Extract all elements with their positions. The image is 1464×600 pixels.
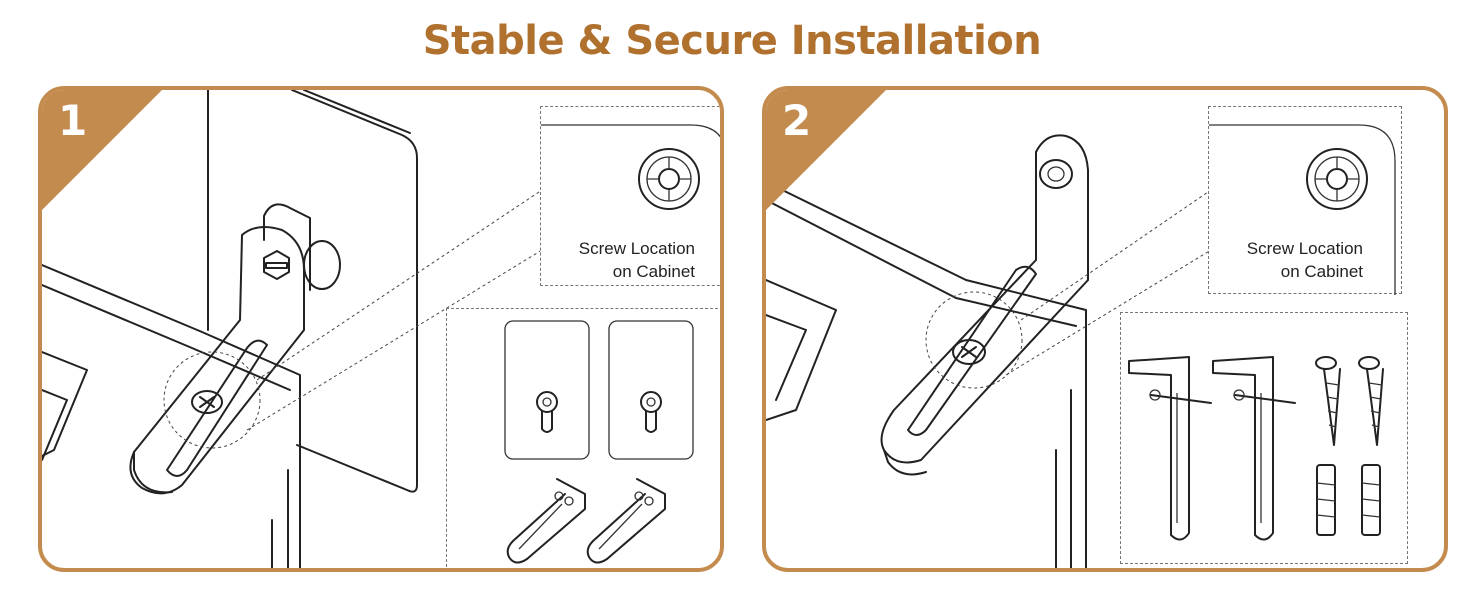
step-2-number: 2 xyxy=(782,96,812,145)
step-2-illustration xyxy=(766,134,1212,568)
bracket-icon xyxy=(506,478,586,564)
wall-anchor-icon-2 xyxy=(1361,464,1381,536)
step-1-screw-location-callout: Screw Location on Cabinet xyxy=(540,106,720,286)
l-bracket-icon xyxy=(1128,356,1212,541)
callout-line-1: Screw Location xyxy=(578,239,695,258)
wall-plate-hook-icon-2 xyxy=(640,391,662,433)
page-title: Stable & Secure Installation xyxy=(422,18,1042,64)
wall-plate-hook-icon xyxy=(536,391,558,433)
mount-disc-icon xyxy=(541,124,720,210)
bracket-icon-2 xyxy=(586,478,666,564)
step-1-number: 1 xyxy=(58,96,88,145)
wall-anchor-icon xyxy=(1316,464,1336,536)
screw-icon xyxy=(1315,356,1341,446)
kit-illustration xyxy=(1128,356,1384,541)
screw-icon-2 xyxy=(1358,356,1384,446)
l-bracket-icon-2 xyxy=(1212,356,1296,541)
step-1-kit-contents xyxy=(446,308,720,568)
step-2-panel: 2 Screw Location on Cabinet xyxy=(762,86,1448,572)
callout-line-1: Screw Location xyxy=(1246,239,1363,258)
step-1-panel: 1 Screw Location on Cabinet xyxy=(38,86,724,572)
callout-line-2: on Cabinet xyxy=(612,262,695,281)
kit-illustration xyxy=(504,320,694,564)
step-2-screw-location-callout: Screw Location on Cabinet xyxy=(1208,106,1402,295)
step-2-kit-contents xyxy=(1120,312,1408,564)
step-1-illustration xyxy=(42,90,543,568)
callout-line-2: on Cabinet xyxy=(1280,262,1363,281)
mount-disc-icon xyxy=(1209,124,1396,295)
